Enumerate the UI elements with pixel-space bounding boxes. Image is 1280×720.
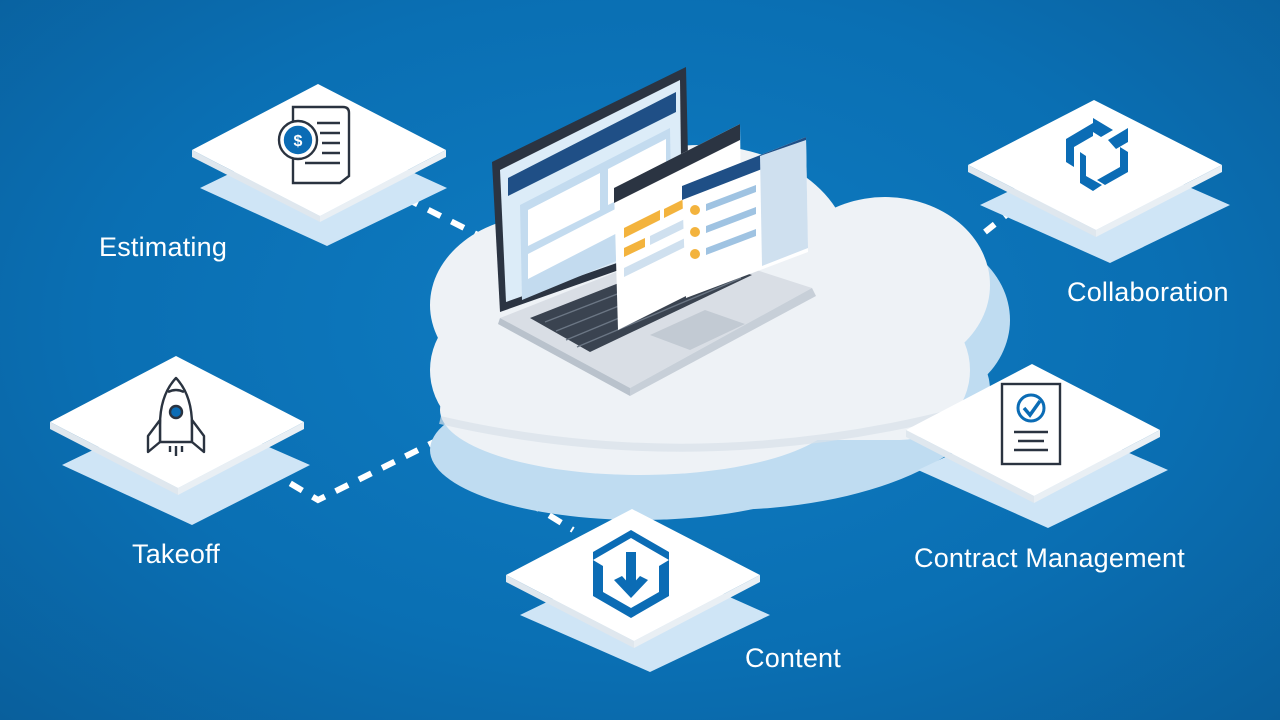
collaboration-logo-icon [1066,118,1128,191]
rocket-icon [146,376,206,456]
cloud-laptop-icon [430,67,990,475]
collaboration-label: Collaboration [1067,277,1229,307]
contract-checklist-icon [1000,382,1062,466]
takeoff-label: Takeoff [132,539,220,569]
connector-takeoff [266,437,440,504]
estimating-document-dollar-icon: $ [277,105,351,185]
content-label: Content [745,643,841,673]
floating-window-front [682,137,808,298]
svg-text:$: $ [294,133,303,150]
connector-estimating [403,195,480,238]
estimating-tile: $ [192,84,447,246]
content-tile [506,509,770,672]
contract-management-tile [906,364,1168,528]
collaboration-tile [968,100,1230,263]
takeoff-tile [50,356,310,525]
content-download-box-icon [593,530,669,618]
estimating-label: Estimating [99,232,228,262]
contract-management-label: Contract Management [914,543,1185,573]
